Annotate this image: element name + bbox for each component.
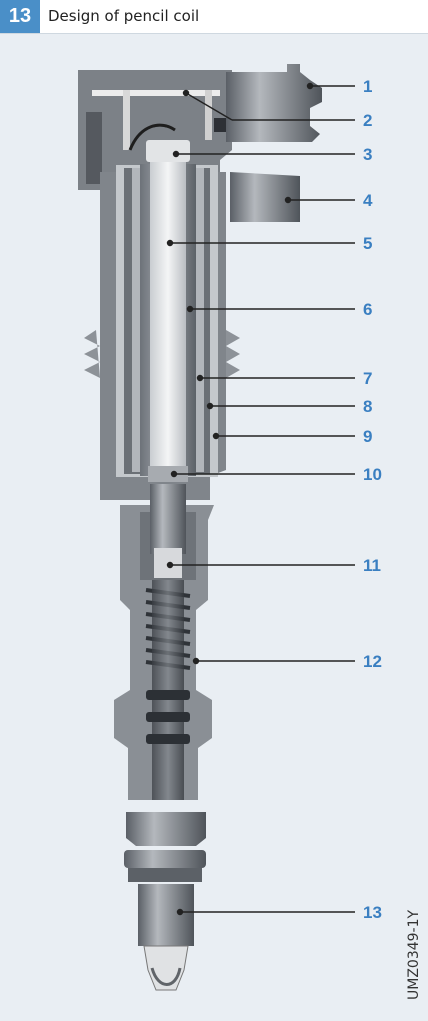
figure-header: 13 Design of pencil coil [0,0,428,34]
housing-ribs [84,330,240,378]
callout-12: 12 [363,652,382,671]
boot-ribs [146,690,190,744]
coil-head [78,70,232,190]
figure-code: UMZ0349-1Y [406,909,422,1000]
magnetic-core [150,160,186,468]
callout-3: 3 [363,145,372,164]
head-terminal-bar [92,90,220,96]
connector-collar [214,118,226,132]
callout-9: 9 [363,427,372,446]
pencil-coil-drawing: 1 2 3 4 5 6 7 8 9 10 11 12 13 UMZ0349-1Y [78,64,422,1000]
head-terminal-post-2 [205,90,212,140]
core-cap-bottom [148,466,188,482]
connector [226,64,322,142]
leader-lines [166,82,355,916]
head-recess [86,112,102,184]
coil-assembly: 1 2 3 4 5 6 7 8 9 10 11 12 13 UMZ0349-1Y [78,64,422,1000]
callout-13: 13 [363,903,382,922]
callout-6: 6 [363,300,372,319]
callout-2: 2 [363,111,372,130]
core-cap-top [146,140,190,162]
callout-11: 11 [363,556,381,575]
callout-7: 7 [363,369,372,388]
callout-4: 4 [363,191,373,210]
callout-5: 5 [363,234,372,253]
callout-8: 8 [363,397,372,416]
figure-number: 13 [0,0,40,33]
spark-plug-body [138,884,194,946]
connector-shaft [150,484,186,554]
head-terminal-post [123,90,130,150]
spark-plug-tip [150,967,182,986]
callout-1: 1 [363,77,372,96]
figure-title: Design of pencil coil [48,7,200,25]
callout-labels: 1 2 3 4 5 6 7 8 9 10 11 12 13 [363,77,382,922]
spark-plug-hex [126,812,206,846]
head-wire [128,123,176,151]
spark-plug-washer-2 [128,868,202,882]
mounting-lug [230,172,300,222]
spark-plug-washer [124,850,206,868]
callout-10: 10 [363,465,382,484]
